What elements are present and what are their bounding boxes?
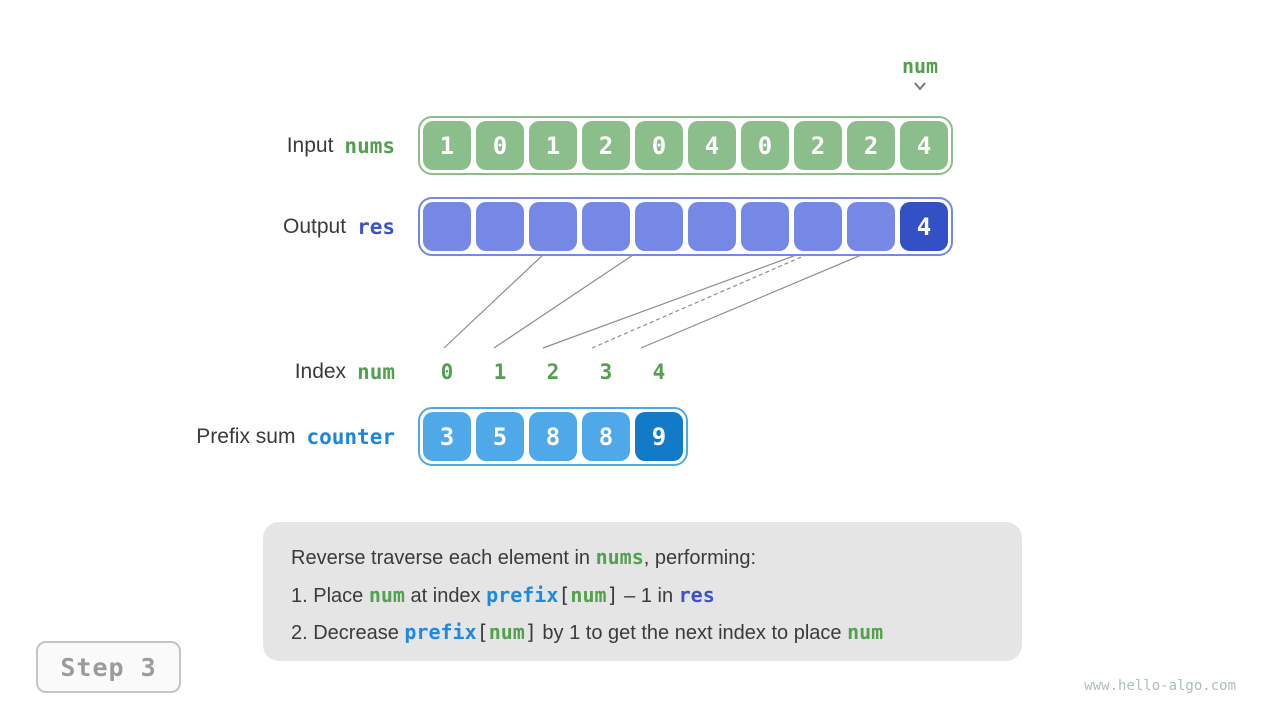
note-text-segment: num <box>847 620 884 644</box>
connector-line <box>640 252 867 349</box>
index-value: 0 <box>440 360 454 384</box>
note-text-segment: res <box>678 582 715 607</box>
index-value: 1 <box>493 360 507 384</box>
input-label: Input <box>286 133 334 157</box>
num-pointer-label: num <box>901 54 939 78</box>
note-text-segment: prefix <box>404 620 477 644</box>
prefix-sum-label: Prefix sum <box>196 424 296 448</box>
counter-cell: 9 <box>635 412 683 461</box>
output-label: Output <box>283 214 347 238</box>
index-row-label: Index num <box>0 358 395 386</box>
output-cell <box>582 202 630 251</box>
note-text-segment: 1. Place <box>291 584 369 607</box>
counter-variable-label: counter <box>306 424 395 449</box>
output-cell <box>423 202 471 251</box>
nums-variable-label: nums <box>344 133 395 158</box>
step-badge: Step 3 <box>36 641 181 693</box>
output-cell <box>529 202 577 251</box>
output-cell <box>635 202 683 251</box>
output-cell <box>476 202 524 251</box>
note-text-segment: 2. Decrease <box>291 622 405 644</box>
counter-cell: 8 <box>529 412 577 461</box>
counter-cell: 3 <box>423 412 471 461</box>
counter-row-label: Prefix sum counter <box>0 407 395 466</box>
input-cell: 4 <box>900 121 948 170</box>
input-row-label: Input nums <box>0 116 395 175</box>
index-values: 0 1 2 3 4 <box>423 358 683 386</box>
chevron-down-icon <box>914 82 926 91</box>
res-array: 4 <box>418 197 953 256</box>
explanation-line-2: 1. Place num at index prefix[num] – 1 in… <box>291 577 994 615</box>
connector-line <box>443 252 546 349</box>
note-text-segment: , performing: <box>643 547 757 569</box>
input-cell: 2 <box>794 121 842 170</box>
index-value: 4 <box>652 360 666 384</box>
output-cell <box>847 202 895 251</box>
connector-line <box>493 252 637 349</box>
input-cell: 4 <box>688 121 736 170</box>
connector-line <box>591 254 807 349</box>
note-text-segment: ] <box>606 582 619 607</box>
note-text-segment: num <box>570 582 607 607</box>
output-cell: 4 <box>900 202 948 251</box>
note-text-segment: [ <box>558 582 571 607</box>
num-pointer: num <box>880 54 960 96</box>
counter-cell: 8 <box>582 412 630 461</box>
note-text-segment: prefix <box>486 582 559 607</box>
note-text-segment: num <box>488 620 525 644</box>
connector-line <box>542 253 800 349</box>
input-cell: 1 <box>529 121 577 170</box>
index-label: Index <box>294 360 347 383</box>
note-text-segment: – 1 in <box>618 584 679 607</box>
input-cell: 0 <box>476 121 524 170</box>
counter-cell: 5 <box>476 412 524 461</box>
watermark: www.hello-algo.com <box>1084 678 1236 694</box>
note-text-segment: ] <box>524 620 537 644</box>
output-cell <box>688 202 736 251</box>
output-cell <box>794 202 842 251</box>
input-cell: 2 <box>582 121 630 170</box>
input-cell: 0 <box>635 121 683 170</box>
num-variable-label: num <box>357 360 395 384</box>
explanation-line-3: 2. Decrease prefix[num] by 1 to get the … <box>291 614 994 652</box>
explanation-line-1: Reverse traverse each element in nums, p… <box>291 539 994 577</box>
index-value: 2 <box>546 360 560 384</box>
res-variable-label: res <box>357 214 395 239</box>
input-cell: 0 <box>741 121 789 170</box>
note-text-segment: Reverse traverse each element in <box>291 547 596 569</box>
note-text-segment: at index <box>404 584 487 607</box>
explanation-box: Reverse traverse each element in nums, p… <box>263 522 1022 661</box>
input-cell: 2 <box>847 121 895 170</box>
input-cell: 1 <box>423 121 471 170</box>
output-cell <box>741 202 789 251</box>
output-row-label: Output res <box>0 197 395 256</box>
note-text-segment: nums <box>595 545 644 569</box>
note-text-segment: num <box>368 582 405 607</box>
note-text-segment: [ <box>476 620 489 644</box>
note-text-segment: by 1 to get the next index to place <box>536 622 848 644</box>
index-value: 3 <box>599 360 613 384</box>
